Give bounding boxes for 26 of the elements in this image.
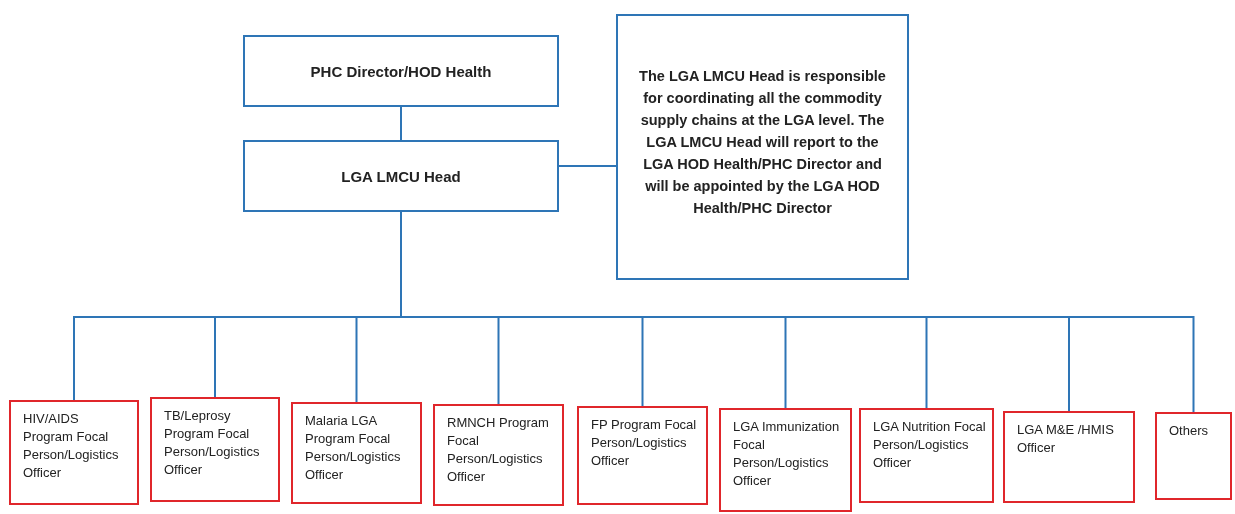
org-box [243, 35, 559, 107]
box-text: HIV/AIDS Program Focal Person/Logistics Officer [23, 410, 120, 482]
connector-line [400, 106, 402, 141]
box-text: LGA Nutrition Focal Person/Logistics Officer [873, 418, 986, 472]
note-box [616, 14, 909, 280]
role-box [859, 408, 994, 503]
role-box [433, 404, 564, 506]
role-box [719, 408, 852, 512]
role-box [291, 402, 422, 504]
role-box [150, 397, 280, 502]
box-text: LGA Immunization Focal Person/Logistics Officer [733, 418, 841, 490]
role-box [9, 400, 139, 505]
box-text: The LGA LMCU Head is responsible for coordinating all the commodity supply chains at the LGA level. The LGA LMCU Head will report to the LGA HOD Health/PHC Director and will be appointed by the LGA HOD Health/PHC Director [638, 67, 887, 218]
box-text: RMNCH Program Focal Person/Logistics Officer [447, 414, 550, 486]
box-text: FP Program Focal Person/Logistics Officer [591, 416, 698, 470]
org-box [243, 140, 559, 212]
box-text: LGA M&E /HMIS Officer [1017, 421, 1115, 457]
box-text: Others [1169, 422, 1208, 440]
role-box [1003, 411, 1135, 503]
connector-line [558, 165, 617, 167]
box-text: Malaria LGA Program Focal Person/Logistics Officer [305, 412, 402, 484]
role-box [577, 406, 708, 505]
role-box [1155, 412, 1232, 500]
box-text: TB/Leprosy Program Focal Person/Logistics Officer [164, 407, 261, 479]
box-text: LGA LMCU Head [341, 167, 461, 185]
box-text: PHC Director/HOD Health [310, 62, 492, 80]
